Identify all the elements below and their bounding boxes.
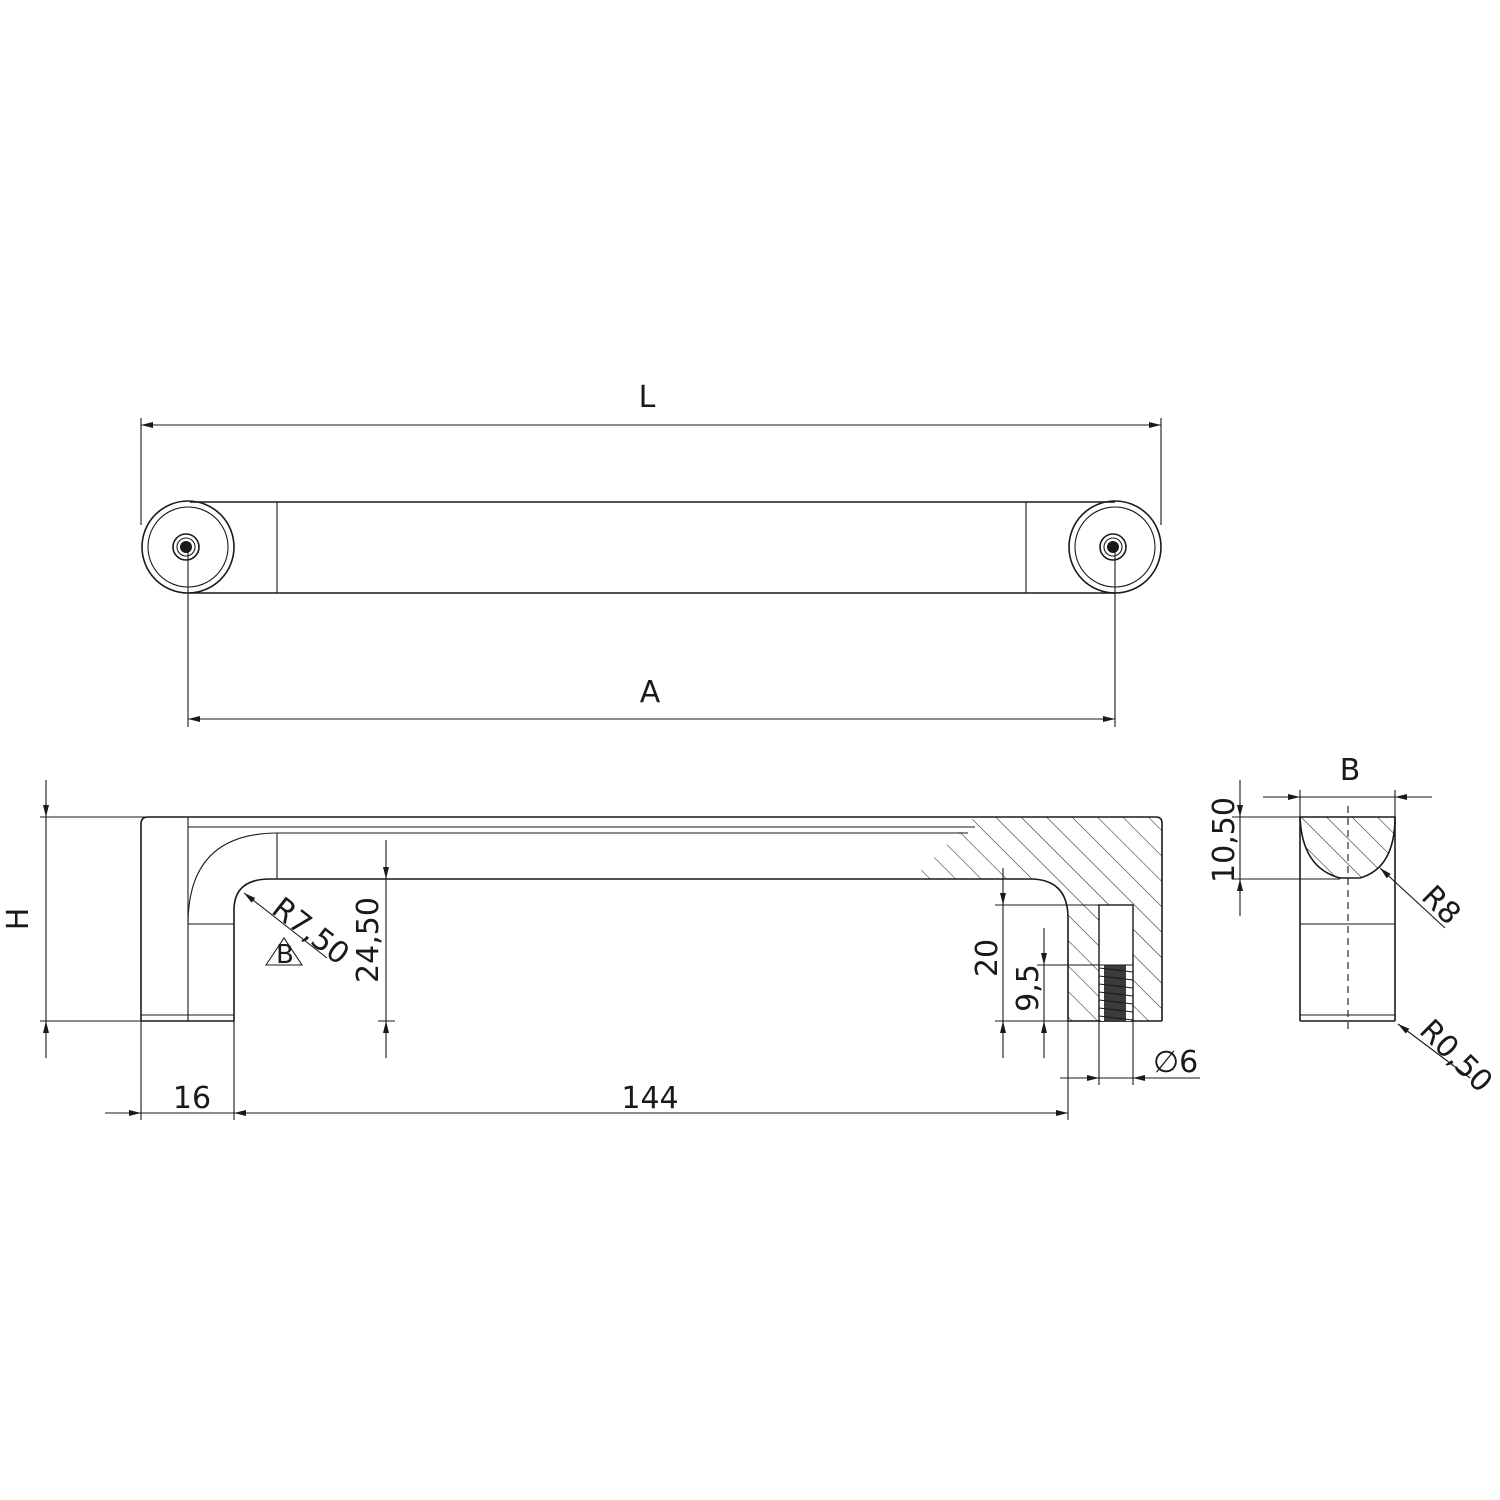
dimension-L: L [140,380,1162,525]
side-view: H 16 144 R7,50 B [1,780,1200,1120]
span-length-label: 144 [621,1081,678,1116]
dimension-R7-50: R7,50 B [243,891,356,972]
dimension-R8: R8 [1379,867,1467,932]
foot-height-label: 20 [970,939,1005,977]
dimension-B: B [1263,753,1432,817]
section-view: B 10,50 R8 R0,50 [1207,753,1499,1100]
height-label: H [1,908,36,931]
dimension-9-5: 9,5 [1011,928,1099,1058]
edge-radius-label: R0,50 [1412,1013,1499,1100]
length-label: L [639,380,656,415]
top-radius-label: R8 [1414,879,1467,932]
dimension-10-50: 10,50 [1207,780,1340,916]
top-view: L A [140,380,1162,727]
foot-width-label: 16 [173,1081,211,1116]
section-marker-label: B [276,940,294,970]
dimension-R0-50: R0,50 [1397,1013,1499,1100]
thread-hole [1098,904,1134,1022]
dimension-16: 16 [105,1021,235,1120]
inner-height-label: 24,50 [351,897,386,983]
hole-spacing-label: A [640,675,661,710]
top-thickness-label: 10,50 [1207,797,1242,883]
section-width-label: B [1340,753,1361,788]
dimension-144: 144 [234,1021,1069,1120]
dimension-20: 20 [970,868,1099,1058]
thread-height-label: 9,5 [1011,964,1046,1012]
thread-diameter-label: ∅6 [1153,1045,1198,1080]
dimension-24-50: 24,50 [351,840,395,1058]
dimension-H: H [1,780,148,1058]
dimension-A: A [187,547,1116,727]
dimension-diameter-6: ∅6 [1060,1021,1200,1085]
